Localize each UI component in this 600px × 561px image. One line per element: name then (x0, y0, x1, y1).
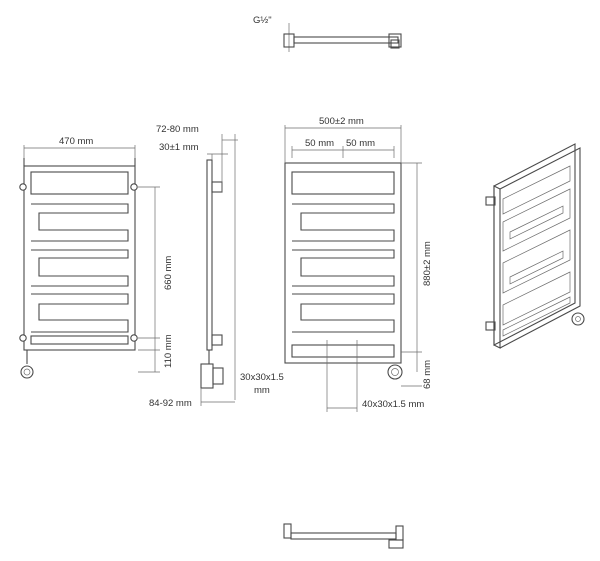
height-660-label: 660 mm (163, 256, 174, 290)
front-view-left: 470 mm 660 mm 110 mm (19, 136, 174, 379)
top-view: G½" (253, 15, 402, 52)
width-500-label: 500±2 mm (319, 116, 364, 127)
pitch-a-label: 50 mm (305, 138, 334, 149)
bottom-110-label: 110 mm (163, 334, 174, 368)
bottom-68-label: 68 mm (422, 360, 433, 389)
bottom-view (283, 523, 404, 549)
profile-40-label: 40x30x1.5 mm (362, 399, 424, 410)
height-880-label: 880±2 mm (422, 241, 433, 286)
depth-84-92-label: 84-92 mm (149, 398, 192, 409)
side-view: 72-80 mm 30±1 mm 84-92 mm 30x30x1.5 mm (149, 124, 284, 409)
depth-72-80-label: 72-80 mm (156, 124, 199, 135)
profile-30-label-line1: 30x30x1.5 (240, 372, 284, 383)
width-470-label: 470 mm (59, 136, 93, 147)
offset-30-label: 30±1 mm (159, 142, 199, 153)
front-view-right: 500±2 mm 50 mm 50 mm 880±2 mm 68 mm 40x3… (284, 116, 433, 412)
thread-label: G½" (253, 15, 272, 26)
profile-30-label-line2: mm (254, 385, 270, 396)
isometric-view (485, 143, 585, 349)
pitch-b-label: 50 mm (346, 138, 375, 149)
